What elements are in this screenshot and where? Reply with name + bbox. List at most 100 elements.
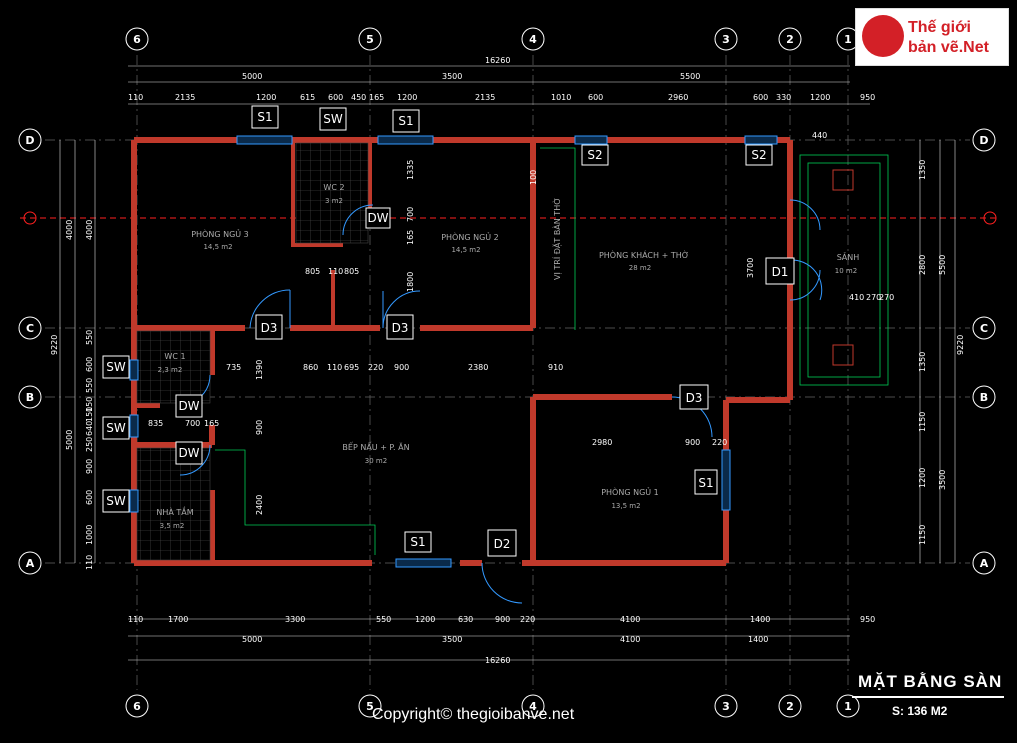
dim-bottom-major: 1400 [748, 635, 768, 644]
dim-inner: 900 [685, 438, 700, 447]
dim-left: 150 [85, 397, 94, 412]
dim-bottom-minor: 1200 [415, 615, 435, 624]
dim-bottom-minor: 3300 [285, 615, 305, 624]
axis-row-d-left: D [25, 134, 34, 147]
dim-left: 9220 [50, 335, 59, 355]
room-area: 28 m2 [629, 264, 651, 272]
dim-inner: 1335 [406, 160, 415, 180]
dim-left: 250 [85, 437, 94, 452]
door-tag-d3: D3 [686, 391, 703, 405]
window-tag-s1: S1 [257, 110, 272, 124]
window-tag-sw: SW [106, 421, 126, 435]
dim-top-minor: 615 [300, 93, 315, 102]
house-icon [862, 15, 904, 57]
dim-right: 3500 [938, 470, 947, 490]
dim-inner: 110 [328, 267, 343, 276]
dim-left: 110 [85, 555, 94, 570]
dim-bottom-minor: 550 [376, 615, 391, 624]
dim-inner: 1800 [406, 272, 415, 292]
window-tag-s2: S2 [587, 148, 602, 162]
door-tag-dw: DW [367, 211, 388, 225]
dim-left: 600 [85, 490, 94, 505]
room-name: PHÒNG KHÁCH + THỜ [599, 249, 689, 260]
dim-left: 640 [85, 421, 94, 436]
dim-right: 2800 [918, 255, 927, 275]
room-area: 14,5 m2 [451, 246, 480, 254]
dim-bottom-minor: 900 [495, 615, 510, 624]
window-tag-sw: SW [323, 112, 343, 126]
dim-top-minor: 330 [776, 93, 791, 102]
dim-top-minor: 2135 [175, 93, 195, 102]
room-name: WC 1 [164, 352, 185, 361]
dim-top-minor: 1200 [397, 93, 417, 102]
door-tag-d1: D1 [772, 265, 789, 279]
dim-inner: 805 [305, 267, 320, 276]
door-tag-d2: D2 [494, 537, 511, 551]
door-tag-dw: DW [178, 446, 199, 460]
dim-right: 1150 [918, 412, 927, 432]
dim-left: 1000 [85, 525, 94, 545]
axis-row-a-left: A [26, 557, 35, 570]
dim-bottom-minor: 950 [860, 615, 875, 624]
altar-note: VỊ TRÍ ĐẶT BÀN THỜ [551, 197, 563, 280]
dim-top-minor: 1010 [551, 93, 571, 102]
dim-bottom-major: 5000 [242, 635, 262, 644]
dim-inner: 805 [344, 267, 359, 276]
dim-inner: 735 [226, 363, 241, 372]
dim-right: 1200 [918, 468, 927, 488]
dim-inner: 2380 [468, 363, 488, 372]
title-block: MẶT BẰNG SÀN S: 136 M2 [852, 672, 1004, 734]
dim-bottom-minor: 1400 [750, 615, 770, 624]
dim-bottom-minor: 220 [520, 615, 535, 624]
dim-inner: 220 [368, 363, 383, 372]
dim-inner: 835 [148, 419, 163, 428]
axis-row-c-left: C [26, 322, 34, 335]
room-name: PHÒNG NGỦ 2 [441, 231, 499, 242]
dim-left: 4000 [85, 220, 94, 240]
dim-top-minor: 1200 [256, 93, 276, 102]
dim-left: 550 [85, 378, 94, 393]
dim-left: 600 [85, 357, 94, 372]
dim-inner: 270 [879, 293, 894, 302]
dim-left: 5000 [65, 430, 74, 450]
dim-inner: 2400 [255, 495, 264, 515]
room-area: 3,5 m2 [160, 522, 185, 530]
axis-col-2-top: 2 [786, 33, 794, 46]
room-area: 30 m2 [365, 457, 387, 465]
dim-top-minor: 600 [753, 93, 768, 102]
dim-top-overall: 16260 [485, 56, 510, 65]
dim-inner: 165 [204, 419, 219, 428]
dim-right: 9220 [956, 335, 965, 355]
dim-inner: 910 [548, 363, 563, 372]
dim-left: 900 [85, 459, 94, 474]
dim-inner: 695 [344, 363, 359, 372]
dim-inner: 270 [866, 293, 881, 302]
door-tag-d3: D3 [261, 321, 278, 335]
room-name: PHÒNG NGỦ 1 [601, 486, 659, 497]
dim-inner: 165 [406, 230, 415, 245]
door-tag-d3: D3 [392, 321, 409, 335]
dim-top-minor: 2960 [668, 93, 688, 102]
dim-top-minor: 450 [351, 93, 366, 102]
dim-left: 150 [85, 407, 94, 422]
logo-line-2: bản vẽ.Net [908, 39, 989, 56]
dim-inner: 220 [712, 438, 727, 447]
window-tag-s1: S1 [410, 535, 425, 549]
dim-left: 4000 [65, 220, 74, 240]
dim-top-minor: 1200 [810, 93, 830, 102]
dim-right: 1350 [918, 160, 927, 180]
dim-top-major: 5500 [680, 72, 700, 81]
dim-right: 5500 [938, 255, 947, 275]
window-tag-s1: S1 [398, 114, 413, 128]
window-tag-sw: SW [106, 360, 126, 374]
drawing-area: S: 136 M2 [892, 704, 948, 718]
axis-col-4-top: 4 [529, 33, 537, 46]
dim-top-minor: 165 [369, 93, 384, 102]
dim-bottom-major: 3500 [442, 635, 462, 644]
dim-inner: 100 [529, 170, 538, 185]
room-area: 2,3 m2 [158, 366, 183, 374]
section-marker-left [23, 211, 37, 225]
brand-logo: Thế giới bản vẽ.Net [855, 8, 1009, 66]
